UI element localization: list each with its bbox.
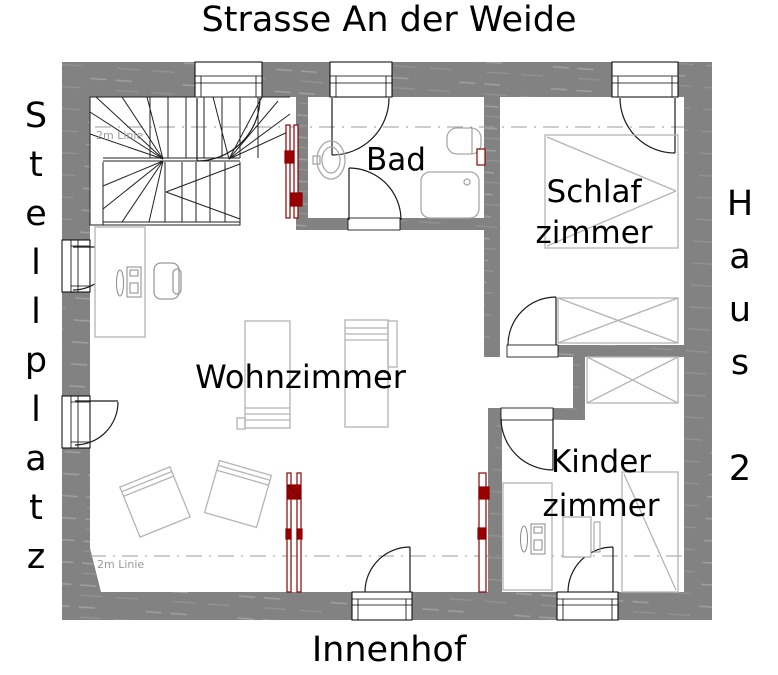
bad-shower — [420, 171, 480, 219]
door-arc-kinderzimmer — [500, 417, 554, 471]
two-m-line-label-top: 2m Linie — [96, 129, 144, 142]
room-label-bad: Bad — [366, 142, 426, 178]
wall-left — [62, 62, 90, 240]
wohnzimmer-desk-chair — [153, 262, 182, 300]
column-marker-kinderzimmer — [477, 472, 490, 593]
wall-schlafzimmer-west — [484, 97, 500, 357]
door-swings — [72, 97, 676, 593]
column-marker-stairs — [284, 124, 303, 219]
wohnzimmer-armchair-2 — [203, 459, 273, 529]
wall-schlafzimmer-south — [558, 345, 684, 357]
room-label-kinderzimmer-line2: zimmer — [542, 488, 660, 524]
kinderzimmer-computer-chair — [520, 516, 601, 558]
door-opening-schlafzimmer — [506, 344, 559, 358]
wall-bad-south — [400, 218, 497, 230]
room-label-kinderzimmer-line1: Kinder — [550, 444, 652, 480]
door-arc-schlafzimmer — [507, 296, 557, 346]
wall-top — [392, 62, 612, 97]
wall-bottom-left-fillet — [62, 540, 101, 592]
kinderzimmer-wardrobe — [586, 356, 679, 404]
wohnzimmer-lounger-1 — [236, 320, 291, 430]
door-arc-innenhof-2 — [567, 546, 614, 593]
room-label-kinderzimmer: Kinder zimmer — [511, 440, 691, 528]
furniture — [94, 127, 679, 593]
door-arc-window-left-2 — [74, 400, 119, 446]
window-top-c — [611, 61, 679, 98]
wall-bottom — [412, 592, 557, 620]
wall-kinderzimmer-north — [553, 408, 585, 420]
outer-walls — [62, 62, 712, 620]
window-left-2 — [61, 395, 91, 449]
column-marker-wohnzimmer — [285, 472, 303, 593]
door-opening-kinderzimmer — [500, 407, 554, 421]
door-arc-bad — [348, 167, 402, 221]
wall-bottom — [62, 592, 352, 620]
schlafzimmer-bed — [544, 134, 679, 249]
door-arc-bad-window — [331, 97, 390, 156]
kinderzimmer-bed — [621, 471, 679, 593]
street-label: Strasse An der Weide — [201, 0, 577, 40]
door-arc-schlafzimmer-window — [619, 97, 676, 154]
window-top-a — [194, 61, 263, 98]
red-markers — [284, 124, 490, 593]
stairs — [89, 96, 291, 226]
wall-right — [684, 62, 712, 620]
room-label-wohnzimmer: Wohnzimmer — [195, 358, 406, 396]
door-arc-window-a — [196, 97, 261, 162]
wall-top — [262, 62, 330, 97]
room-label-schlafzimmer: Schlaf zimmer — [504, 172, 684, 254]
door-arc-innenhof-1 — [364, 546, 411, 593]
window-openings — [61, 61, 679, 621]
wohnzimmer-lounger-2 — [344, 319, 398, 428]
wohnzimmer-computer — [116, 266, 142, 298]
room-label-schlafzimmer-line1: Schlaf — [546, 174, 642, 210]
window-bottom-1 — [351, 591, 413, 621]
bad-sink — [312, 140, 346, 180]
window-left-1 — [61, 239, 91, 293]
wall-mid-connector — [573, 355, 585, 420]
wohnzimmer-armchair-1 — [119, 466, 191, 538]
inner-walls — [296, 97, 684, 592]
two-m-line-label-bottom: 2m Linie — [97, 558, 145, 571]
room-label-schlafzimmer-line2: zimmer — [535, 215, 653, 251]
bad-toilet — [446, 127, 482, 155]
innenhof-label: Innenhof — [311, 630, 467, 670]
window-top-b — [329, 61, 393, 98]
wohnzimmer-desk — [94, 226, 146, 338]
column-marker-bad — [476, 148, 486, 166]
wall-bad-south — [296, 218, 348, 230]
wall-kinderzimmer-west — [488, 408, 502, 592]
window-bottom-2 — [556, 591, 619, 621]
door-opening-bad — [347, 217, 401, 231]
schlafzimmer-wardrobe — [557, 297, 679, 344]
wall-left — [62, 292, 90, 396]
